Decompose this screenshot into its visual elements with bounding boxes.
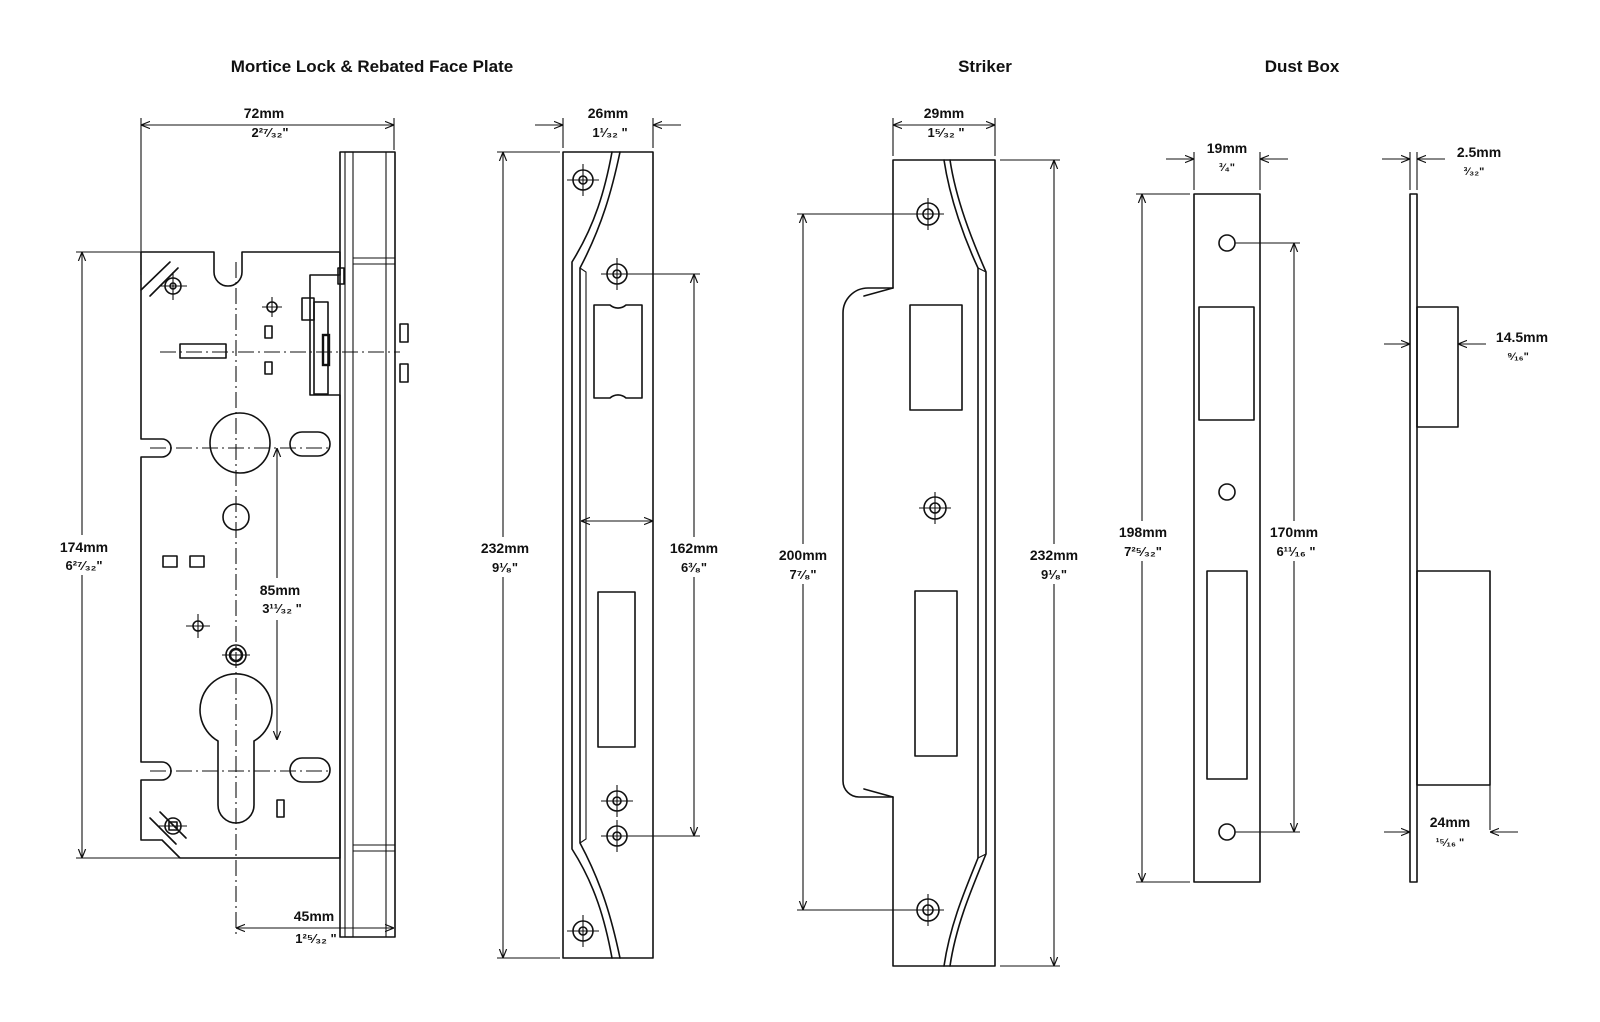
dust-depth-b-inch: ¹⁵⁄₁₆ "	[1436, 837, 1464, 849]
face-width-inch: 1¹⁄₃₂ "	[592, 125, 627, 140]
dust-plate-inch: ³⁄₃₂"	[1464, 166, 1485, 178]
dust-fixings-dimension: 170mm 6¹¹⁄₁₆ "	[1266, 243, 1326, 832]
backset-inch: 1²⁵⁄₃₂ "	[295, 931, 336, 946]
dust-depth-a-inch: ⁹⁄₁₆"	[1507, 351, 1529, 363]
dust-width-inch: ³⁄₄"	[1219, 162, 1235, 174]
mortice-lock-body	[140, 251, 409, 935]
dust-box-front	[1193, 193, 1300, 883]
lock-width-dimension: 72mm 2²⁷⁄₃₂"	[140, 105, 395, 275]
face-height-dimension: 232mm 9¹⁄₈"	[478, 151, 560, 959]
face-height-inch: 9¹⁄₈"	[492, 560, 518, 575]
dust-depth-a-dimension: 14.5mm ⁹⁄₁₆"	[1384, 329, 1548, 363]
centres-mm: 85mm	[260, 582, 300, 598]
striker-fixings-dimension: 200mm 7⁷⁄₈"	[775, 213, 915, 911]
lock-height-inch: 6²⁷⁄₃₂"	[65, 558, 102, 573]
centres-dimension: 85mm 3¹¹⁄₃₂ "	[252, 448, 306, 740]
lock-face-plate	[339, 151, 396, 938]
striker-width-mm: 29mm	[924, 105, 964, 121]
striker-width-dimension: 29mm 1⁵⁄₃₂ "	[892, 105, 996, 156]
face-fixings-inch: 6³⁄₈"	[681, 560, 707, 575]
dust-width-dimension: 19mm ³⁄₄"	[1166, 140, 1288, 190]
face-height-mm: 232mm	[481, 540, 529, 556]
striker-fixings-mm: 200mm	[779, 547, 827, 563]
dust-depth-a-mm: 14.5mm	[1496, 329, 1548, 345]
dust-fixings-inch: 6¹¹⁄₁₆ "	[1276, 544, 1315, 559]
face-fixings-dimension: 162mm 6³⁄₈"	[632, 273, 724, 837]
centres-inch: 3¹¹⁄₃₂ "	[262, 601, 302, 616]
dust-box-title: Dust Box	[1265, 57, 1340, 76]
dust-width-mm: 19mm	[1207, 140, 1247, 156]
striker-height-mm: 232mm	[1030, 547, 1078, 563]
backset-dimension: 45mm 1²⁵⁄₃₂ "	[236, 908, 394, 946]
dust-height-inch: 7²⁵⁄₃₂"	[1124, 544, 1162, 559]
striker-height-inch: 9¹⁄₈"	[1041, 567, 1067, 582]
lock-width-mm: 72mm	[244, 105, 284, 121]
dust-height-mm: 198mm	[1119, 524, 1167, 540]
striker-title: Striker	[958, 57, 1012, 76]
dust-plate-dimension: 2.5mm ³⁄₃₂"	[1382, 144, 1501, 190]
lock-height-mm: 174mm	[60, 539, 108, 555]
dust-fixings-mm: 170mm	[1270, 524, 1318, 540]
striker-width-inch: 1⁵⁄₃₂ "	[927, 125, 964, 140]
striker-fixings-inch: 7⁷⁄₈"	[789, 567, 816, 582]
rebated-face-plate	[562, 151, 654, 959]
face-width-mm: 26mm	[588, 105, 628, 121]
mortice-lock-title: Mortice Lock & Rebated Face Plate	[231, 57, 513, 76]
lock-width-inch: 2²⁷⁄₃₂"	[251, 125, 288, 140]
dust-height-dimension: 198mm 7²⁵⁄₃₂"	[1114, 193, 1190, 883]
lock-height-dimension: 174mm 6²⁷⁄₃₂"	[56, 251, 180, 859]
striker-plate	[842, 159, 996, 967]
dust-depth-b-mm: 24mm	[1430, 814, 1470, 830]
dust-plate-mm: 2.5mm	[1457, 144, 1501, 160]
striker-height-dimension: 232mm 9¹⁄₈"	[1000, 159, 1084, 967]
dust-box-side	[1409, 193, 1491, 883]
backset-mm: 45mm	[294, 908, 334, 924]
face-fixings-mm: 162mm	[670, 540, 718, 556]
face-width-dimension: 26mm 1¹⁄₃₂ "	[535, 105, 681, 148]
dust-depth-b-dimension: 24mm ¹⁵⁄₁₆ "	[1384, 785, 1518, 849]
